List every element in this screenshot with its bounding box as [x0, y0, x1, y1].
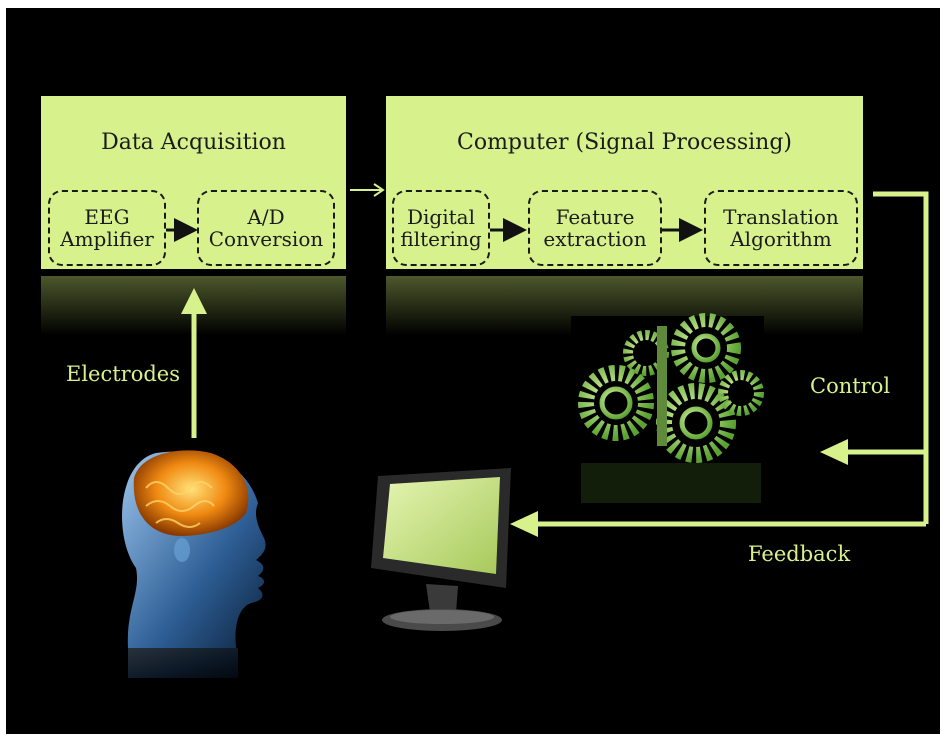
- ad-conversion-block: A/D Conversion: [197, 190, 335, 266]
- computer-box: Computer (Signal Processing) Digital fil…: [386, 96, 863, 269]
- eeg-amplifier-line1: EEG: [84, 205, 130, 229]
- control-arrow: [820, 439, 926, 465]
- arrow-acquisition-to-computer: [350, 183, 385, 197]
- monitor-illustration: [371, 468, 511, 631]
- feature-extraction-line1: Feature: [555, 205, 635, 229]
- slide-canvas: Data Acquisition EEG Amplifier A/D Conve…: [6, 8, 940, 734]
- output-route-line: [873, 191, 929, 524]
- feedback-label: Feedback: [748, 542, 851, 566]
- feedback-arrow: [510, 511, 926, 537]
- translation-algorithm-line1: Translation: [723, 205, 839, 229]
- head-brain-illustration: [122, 450, 266, 678]
- digital-filtering-line2: filtering: [400, 227, 482, 251]
- digital-filtering-line1: Digital: [407, 205, 475, 229]
- computer-title: Computer (Signal Processing): [456, 130, 792, 155]
- control-label: Control: [810, 374, 891, 398]
- eeg-amplifier-block: EEG Amplifier: [48, 190, 166, 266]
- gears-illustration: [571, 313, 764, 516]
- electrodes-arrow: [181, 288, 207, 438]
- digital-filtering-block: Digital filtering: [392, 190, 490, 266]
- translation-algorithm-block: Translation Algorithm: [704, 190, 858, 266]
- ad-conversion-line1: A/D: [247, 205, 285, 229]
- ad-conversion-line2: Conversion: [208, 227, 324, 251]
- electrodes-label: Electrodes: [66, 362, 181, 386]
- feature-extraction-line2: extraction: [543, 227, 647, 251]
- diagram-graphics: [122, 183, 929, 678]
- eeg-amplifier-line2: Amplifier: [60, 227, 154, 251]
- data-acquisition-title: Data Acquisition: [101, 130, 286, 155]
- feature-extraction-block: Feature extraction: [528, 190, 662, 266]
- translation-algorithm-line2: Algorithm: [730, 227, 832, 251]
